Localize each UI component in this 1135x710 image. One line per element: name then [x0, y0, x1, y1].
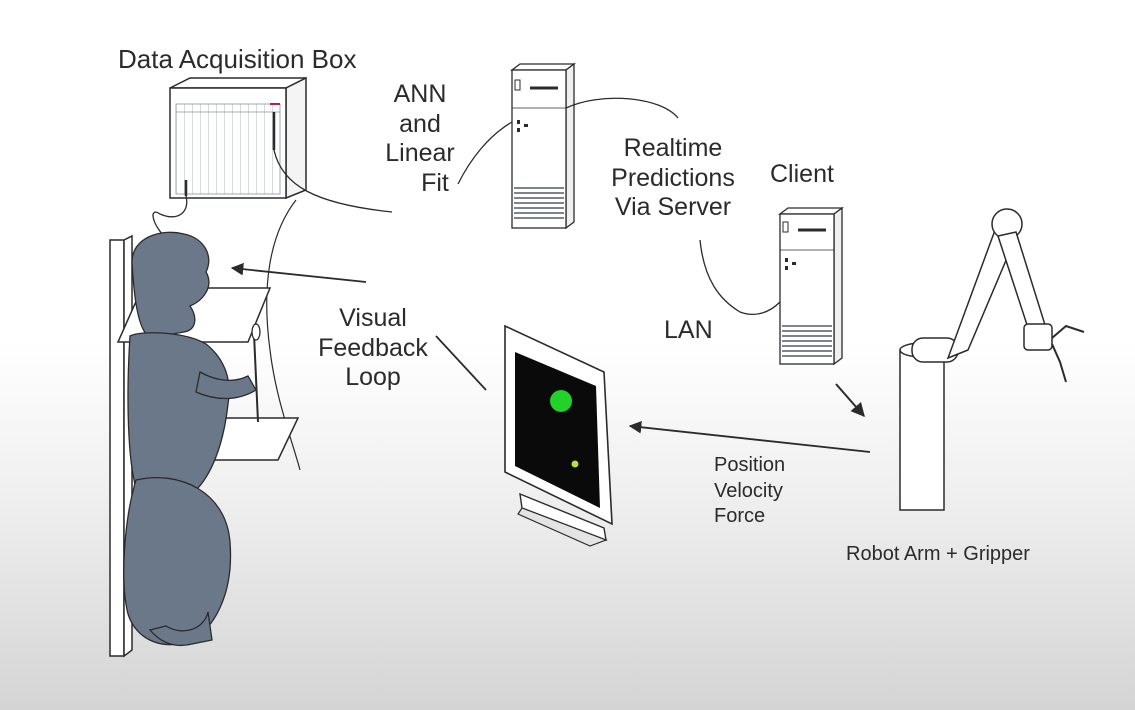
cable-ann-to-server: [457, 121, 513, 185]
lan-cable: [699, 239, 781, 316]
joystick: [253, 333, 259, 423]
label-ann-linear-fit: ANN and Linear Fit: [372, 80, 468, 198]
feedback-line-monitor: [435, 335, 487, 391]
label-realtime-predictions: Realtime Predictions Via Server: [598, 134, 748, 223]
data-acquisition-box: [169, 76, 307, 200]
monitor: [504, 324, 613, 547]
label-visual-line-3: Loop: [345, 363, 401, 391]
monkey: [123, 231, 257, 647]
label-ann-line-4: Fit: [421, 168, 449, 197]
label-robot-arm-gripper: Robot Arm + Gripper: [846, 543, 1030, 565]
label-ann-line-1: ANN: [393, 80, 447, 108]
arrow-visual-feedback: [230, 262, 367, 283]
label-visual-line-1: Visual: [339, 304, 407, 332]
arrow-robot-to-monitor: [628, 420, 871, 453]
cable-to-ann: [273, 149, 393, 213]
arrow-client-to-robot: [835, 383, 865, 418]
target-circle: [550, 390, 572, 412]
label-visual-feedback-loop: Visual Feedback Loop: [318, 304, 428, 393]
label-lan: LAN: [664, 316, 713, 344]
label-position: Position: [714, 454, 786, 476]
cable-to-monkey: [152, 195, 188, 241]
label-force: Force: [714, 505, 766, 528]
label-data-acquisition-box: Data Acquisition Box: [118, 44, 357, 74]
label-client: Client: [770, 160, 834, 188]
label-position-velocity-force: Position Velocity Force: [714, 453, 785, 530]
robot-arm: [899, 208, 1085, 511]
label-realtime-line-1: Realtime: [623, 134, 723, 162]
joystick-knob: [251, 323, 261, 341]
cursor-dot: [571, 460, 579, 468]
label-realtime-line-2: Predictions: [611, 163, 735, 192]
cable-server-to-network: [565, 97, 679, 119]
client-tower: [778, 206, 844, 366]
label-ann-line-2: and: [399, 109, 441, 138]
label-visual-line-2: Feedback: [318, 333, 428, 362]
ann-server-tower: [510, 62, 576, 230]
loop-line-left: [266, 199, 301, 471]
label-velocity: Velocity: [714, 479, 783, 502]
label-ann-line-3: Linear: [385, 139, 455, 167]
label-realtime-line-3: Via Server: [614, 193, 732, 221]
